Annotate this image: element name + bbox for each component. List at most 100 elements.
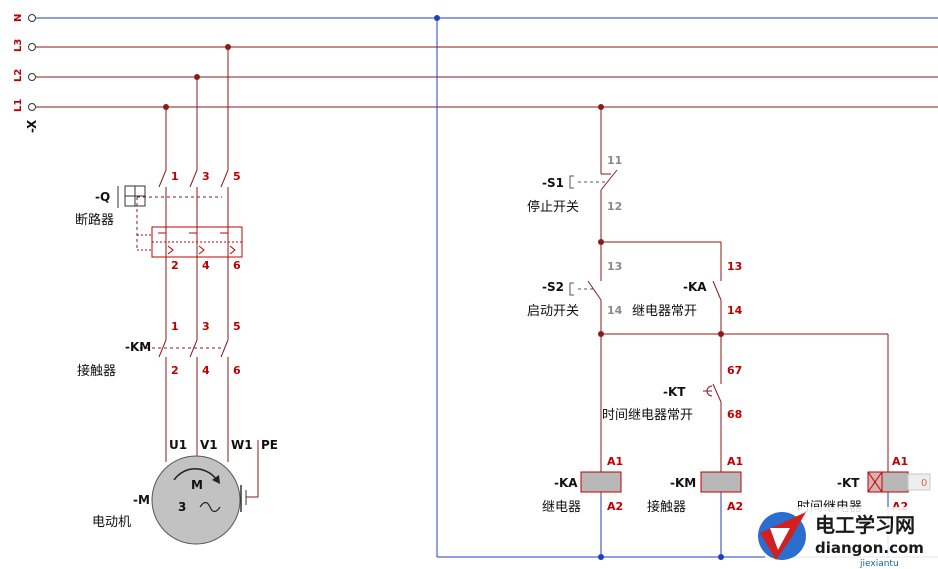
breaker-term-1: 1 bbox=[171, 170, 179, 183]
ka-contact-tag: -KA bbox=[683, 280, 707, 294]
stop-blade bbox=[600, 169, 618, 191]
breaker-term-4: 4 bbox=[202, 259, 210, 272]
watermark-domain: diangon.com bbox=[815, 539, 924, 557]
coil-kt-a1: A1 bbox=[892, 455, 908, 468]
junction-l1 bbox=[163, 104, 169, 110]
ka-term-top: 13 bbox=[727, 260, 742, 273]
s2-term-bot: 14 bbox=[607, 304, 623, 317]
start-pushbutton-head bbox=[569, 282, 574, 296]
motor-tag: -M bbox=[133, 493, 150, 507]
s1-term-top: 11 bbox=[607, 154, 622, 167]
stop-switch bbox=[569, 169, 618, 191]
kt-setting-value: 0 bbox=[921, 478, 927, 489]
coil-ka-a2: A2 bbox=[607, 500, 623, 513]
km-blade-1 bbox=[158, 339, 167, 358]
s2-tag: -S2 bbox=[542, 280, 564, 294]
kt-setting-field bbox=[907, 473, 931, 491]
coil-kt bbox=[867, 471, 931, 493]
breaker-blade-3 bbox=[220, 169, 229, 188]
coil-ka-a1: A1 bbox=[607, 455, 623, 468]
km-blade-3 bbox=[220, 339, 229, 358]
kt-contact bbox=[703, 380, 722, 403]
kt-term-bot: 68 bbox=[727, 408, 742, 421]
breaker-blade-1 bbox=[158, 169, 167, 188]
motor-term-v1: V1 bbox=[200, 438, 218, 452]
junction-n bbox=[434, 15, 440, 21]
km-term-5: 5 bbox=[233, 320, 241, 333]
junction-l3 bbox=[225, 44, 231, 50]
ka-contact-name: 继电器常开 bbox=[632, 304, 697, 319]
breaker-blade-2 bbox=[189, 169, 198, 188]
km-main-terminals: 1 3 5 2 4 6 bbox=[171, 320, 241, 377]
breaker-term-3: 3 bbox=[202, 170, 210, 183]
coil-ka-box bbox=[580, 471, 622, 493]
km-term-3: 3 bbox=[202, 320, 210, 333]
km-blade-2 bbox=[189, 339, 198, 358]
junction-kt-branch bbox=[718, 331, 724, 337]
control-wiring bbox=[600, 107, 889, 472]
pushbutton-head bbox=[569, 175, 574, 189]
rotation-arrow bbox=[173, 468, 219, 483]
coil-km bbox=[700, 471, 742, 493]
bus-label-l1: L1 bbox=[13, 99, 24, 112]
terminal-l1 bbox=[28, 103, 36, 111]
coil-ka-name: 继电器 bbox=[542, 500, 581, 515]
motor: M 3 bbox=[151, 455, 247, 545]
km-term-2: 2 bbox=[171, 364, 179, 377]
junction-n-ka bbox=[598, 554, 604, 560]
kt-contact-name: 时间继电器常开 bbox=[602, 408, 693, 423]
breaker-contacts bbox=[117, 169, 229, 250]
coil-km-a2: A2 bbox=[727, 500, 743, 513]
breaker-term-6: 6 bbox=[233, 259, 241, 272]
coil-km-box bbox=[700, 471, 742, 493]
s1-term-bot: 12 bbox=[607, 200, 622, 213]
thermal-trip-marks bbox=[158, 232, 229, 239]
bus-label-l2: L2 bbox=[13, 69, 24, 82]
kt-term-top: 67 bbox=[727, 364, 742, 377]
km-main-name: 接触器 bbox=[77, 363, 116, 379]
junction-l2 bbox=[194, 74, 200, 80]
coil-km-name: 接触器 bbox=[647, 499, 686, 515]
motor-phases: 3 bbox=[178, 500, 186, 514]
s2-term-top: 13 bbox=[607, 260, 622, 273]
ka-blade bbox=[712, 280, 722, 301]
junction-ctrl-l1 bbox=[598, 104, 604, 110]
ac-tilde-symbol bbox=[199, 501, 221, 513]
breaker-trip-block bbox=[137, 226, 243, 258]
junction-s1-out bbox=[598, 239, 604, 245]
bus-label-n: N bbox=[13, 14, 24, 22]
bus-prefix: -X bbox=[25, 119, 39, 133]
motor-term-u1: U1 bbox=[169, 438, 187, 452]
s1-name: 停止开关 bbox=[527, 199, 579, 215]
kt-contact-tag: -KT bbox=[663, 385, 686, 399]
rotation-arrowhead bbox=[212, 475, 220, 484]
bus-label-l3: L3 bbox=[13, 39, 24, 52]
terminal-n bbox=[28, 14, 36, 22]
power-junctions bbox=[163, 44, 231, 110]
start-switch bbox=[569, 277, 602, 301]
supply-bus: N L3 L2 L1 -X bbox=[13, 14, 938, 133]
junction-n-km bbox=[718, 554, 724, 560]
motor-term-pe: PE bbox=[261, 438, 278, 452]
s2-name: 启动开关 bbox=[527, 304, 579, 319]
terminal-l3 bbox=[28, 43, 36, 51]
watermark: 电工学习网 diangon.com jiexiantu bbox=[758, 507, 938, 569]
wire-pe bbox=[246, 440, 259, 498]
km-term-4: 4 bbox=[202, 364, 210, 377]
start-blade bbox=[587, 280, 602, 301]
power-wiring bbox=[165, 47, 259, 498]
coil-km-tag: -KM bbox=[670, 476, 696, 490]
magnetic-trip-marks bbox=[167, 245, 236, 255]
junction-seal bbox=[598, 331, 604, 337]
breaker-terminals: 1 3 5 2 4 6 bbox=[171, 170, 241, 272]
motor-letter: M bbox=[191, 478, 203, 492]
watermark-sub: jiexiantu bbox=[859, 559, 899, 569]
motor-name: 电动机 bbox=[92, 515, 131, 530]
coil-kt-tag: -KT bbox=[837, 476, 860, 490]
breaker-tag: -Q bbox=[95, 190, 110, 204]
s1-tag: -S1 bbox=[542, 176, 564, 190]
breaker-term-5: 5 bbox=[233, 170, 241, 183]
kt-blade bbox=[712, 383, 722, 403]
terminal-l2 bbox=[28, 73, 36, 81]
